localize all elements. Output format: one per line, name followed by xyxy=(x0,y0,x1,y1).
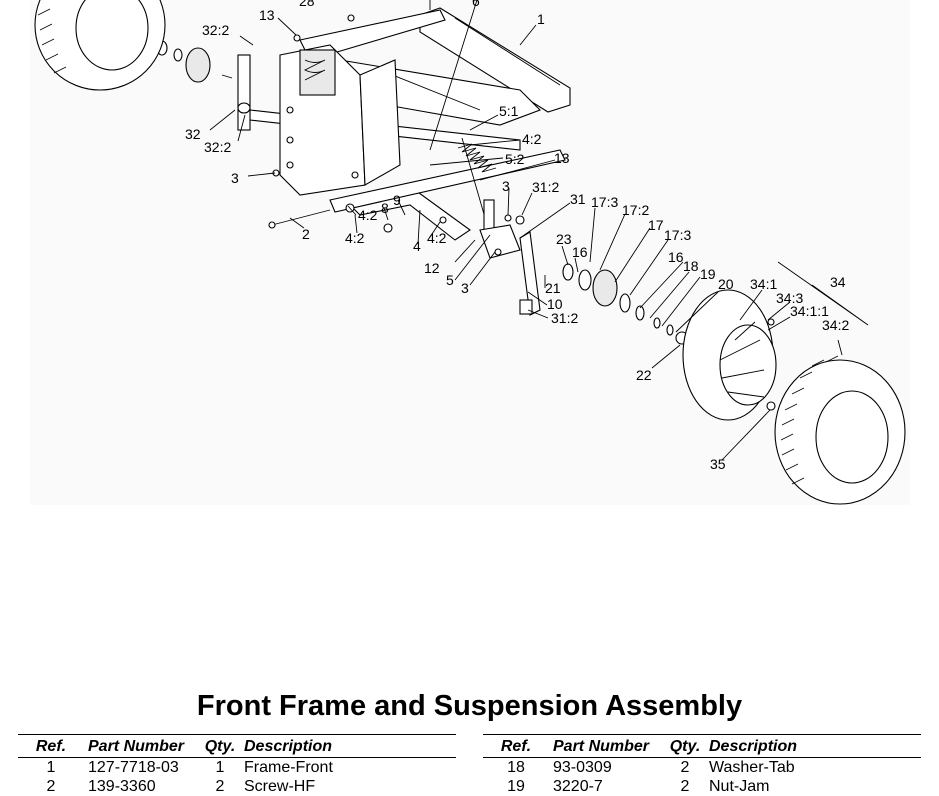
description-cell: Screw-HF xyxy=(244,778,316,795)
callout-label: 21 xyxy=(545,280,561,296)
callout-label: 6 xyxy=(472,0,480,9)
suspension-bracket xyxy=(279,44,401,196)
callout-label: 3 xyxy=(231,170,239,186)
callout-label: 17 xyxy=(648,217,664,233)
column-header-description: Description xyxy=(705,734,921,758)
ref-cell: 2 xyxy=(46,778,56,795)
part-number-cell: 93-0309 xyxy=(553,759,612,776)
ref-cell: 19 xyxy=(507,778,525,795)
callout-label: 31:2 xyxy=(532,179,559,195)
callout-label: 28 xyxy=(299,0,315,9)
right-tire xyxy=(774,355,906,505)
parts-table-left: Ref. Part Number Qty. Description 1 127-… xyxy=(18,734,456,796)
column-header-qty: Qty. xyxy=(665,734,705,758)
callout-label: 19 xyxy=(700,266,716,282)
callout-label: 4 xyxy=(413,238,421,254)
ref-cell: 1 xyxy=(46,759,56,776)
callout-label: 17:3 xyxy=(664,227,691,243)
table-row: 2 139-3360 2 Screw-HF xyxy=(18,777,456,796)
callout-label: 31 xyxy=(570,191,586,207)
callout-label: 13 xyxy=(554,150,570,166)
callout-label: 4:2 xyxy=(358,207,378,223)
callout-label: 5 xyxy=(446,272,454,288)
callout-label: 34:1:1 xyxy=(790,303,829,319)
callout-label: 17:3 xyxy=(591,194,618,210)
callout-label: 9 xyxy=(393,192,401,208)
callout-label: 22 xyxy=(636,367,652,383)
table-row: 1 127-7718-03 1 Frame-Front xyxy=(18,758,456,778)
column-header-part-number: Part Number xyxy=(549,734,665,758)
callout-label: 16 xyxy=(668,249,684,265)
parts-table-right: Ref. Part Number Qty. Description 18 93-… xyxy=(483,734,921,796)
callout-label: 34 xyxy=(830,274,846,290)
callout-label: 32:2 xyxy=(202,22,229,38)
callout-label: 34:3 xyxy=(776,290,803,306)
part-number-cell: 3220-7 xyxy=(553,778,603,795)
table-header-row: Ref. Part Number Qty. Description xyxy=(483,734,921,758)
part-number-cell: 127-7718-03 xyxy=(88,759,179,776)
description-cell: Nut-Jam xyxy=(709,778,770,795)
table-row: 19 3220-7 2 Nut-Jam xyxy=(483,777,921,796)
callout-label: 1 xyxy=(537,11,545,27)
callout-label: 5:2 xyxy=(505,151,525,167)
callout-label: 2 xyxy=(302,226,310,242)
callout-label: 34:2 xyxy=(822,317,849,333)
ref-cell: 18 xyxy=(507,759,525,776)
column-header-part-number: Part Number xyxy=(84,734,200,758)
callout-label: 3 xyxy=(461,280,469,296)
callout-label: 32 xyxy=(185,126,201,142)
callout-label: 31:2 xyxy=(551,310,578,326)
description-cell: Washer-Tab xyxy=(709,759,795,776)
column-header-ref: Ref. xyxy=(483,734,549,758)
callout-label: 10 xyxy=(547,296,563,312)
callout-label: 18 xyxy=(683,258,699,274)
callout-labels: 1 2 3 3 3 4 4:2 4:2 4:2 4:2 5 5:1 5:2 8 … xyxy=(185,0,849,472)
column-header-qty: Qty. xyxy=(200,734,240,758)
column-header-description: Description xyxy=(240,734,456,758)
page-title: Front Frame and Suspension Assembly xyxy=(196,690,743,722)
callout-label: 8 xyxy=(381,200,389,216)
table-row: 18 93-0309 2 Washer-Tab xyxy=(483,758,921,778)
coil-spring-shock xyxy=(457,137,497,236)
callout-label: 4:2 xyxy=(345,230,365,246)
callout-label: 4:2 xyxy=(522,131,542,147)
callout-label: 17:2 xyxy=(622,202,649,218)
qty-cell: 2 xyxy=(215,778,225,795)
callout-label: 5:1 xyxy=(499,103,519,119)
callout-label: 3 xyxy=(502,178,510,194)
callout-label: 13 xyxy=(259,7,275,23)
description-cell: Frame-Front xyxy=(244,759,333,776)
wheel-rim xyxy=(682,289,777,421)
callout-label: 23 xyxy=(556,231,572,247)
callout-label: 16 xyxy=(572,244,588,260)
wheel-hub-assembly xyxy=(562,263,689,345)
callout-label: 32:2 xyxy=(204,139,231,155)
callout-label: 4:2 xyxy=(427,230,447,246)
column-header-ref: Ref. xyxy=(18,734,84,758)
exploded-parts-diagram: 1 2 3 3 3 4 4:2 4:2 4:2 4:2 5 5:1 5:2 8 … xyxy=(34,0,906,505)
part-number-cell: 139-3360 xyxy=(88,778,156,795)
leader-lines xyxy=(209,0,869,461)
callout-label: 12 xyxy=(424,260,440,276)
qty-cell: 2 xyxy=(680,759,690,776)
qty-cell: 2 xyxy=(680,778,690,795)
left-tire xyxy=(34,0,166,91)
table-header-row: Ref. Part Number Qty. Description xyxy=(18,734,456,758)
qty-cell: 1 xyxy=(215,759,225,776)
callout-label: 20 xyxy=(718,276,734,292)
callout-label: 35 xyxy=(710,456,726,472)
callout-label: 34:1 xyxy=(750,276,777,292)
